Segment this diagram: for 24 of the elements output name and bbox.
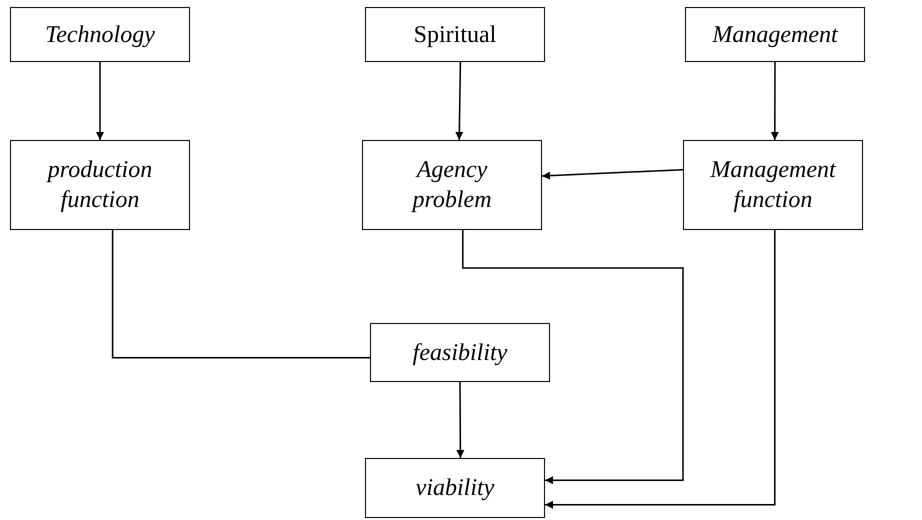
arrow bbox=[462, 230, 684, 484]
arrow bbox=[456, 382, 464, 458]
text-box bbox=[362, 140, 542, 230]
arrow bbox=[545, 230, 776, 509]
text-box bbox=[685, 7, 865, 62]
text-box bbox=[365, 458, 545, 518]
text-box bbox=[10, 7, 190, 62]
text-box bbox=[370, 323, 550, 382]
box-label: viability bbox=[414, 474, 496, 503]
box-label: Management bbox=[711, 20, 840, 50]
arrow bbox=[542, 168, 684, 180]
connector-line bbox=[112, 230, 370, 359]
box-label: feasibility bbox=[412, 338, 508, 368]
box-label: Spiritual bbox=[412, 20, 498, 50]
box-label: Management function bbox=[709, 156, 838, 215]
box-label: Agency problem bbox=[410, 156, 493, 215]
text-box bbox=[365, 7, 545, 62]
box-label: production function bbox=[46, 156, 154, 215]
arrow bbox=[96, 62, 104, 140]
text-box bbox=[10, 140, 190, 230]
arrow bbox=[455, 62, 464, 140]
text-box bbox=[683, 140, 863, 230]
arrow bbox=[770, 62, 779, 140]
box-label: Technology bbox=[44, 20, 156, 50]
